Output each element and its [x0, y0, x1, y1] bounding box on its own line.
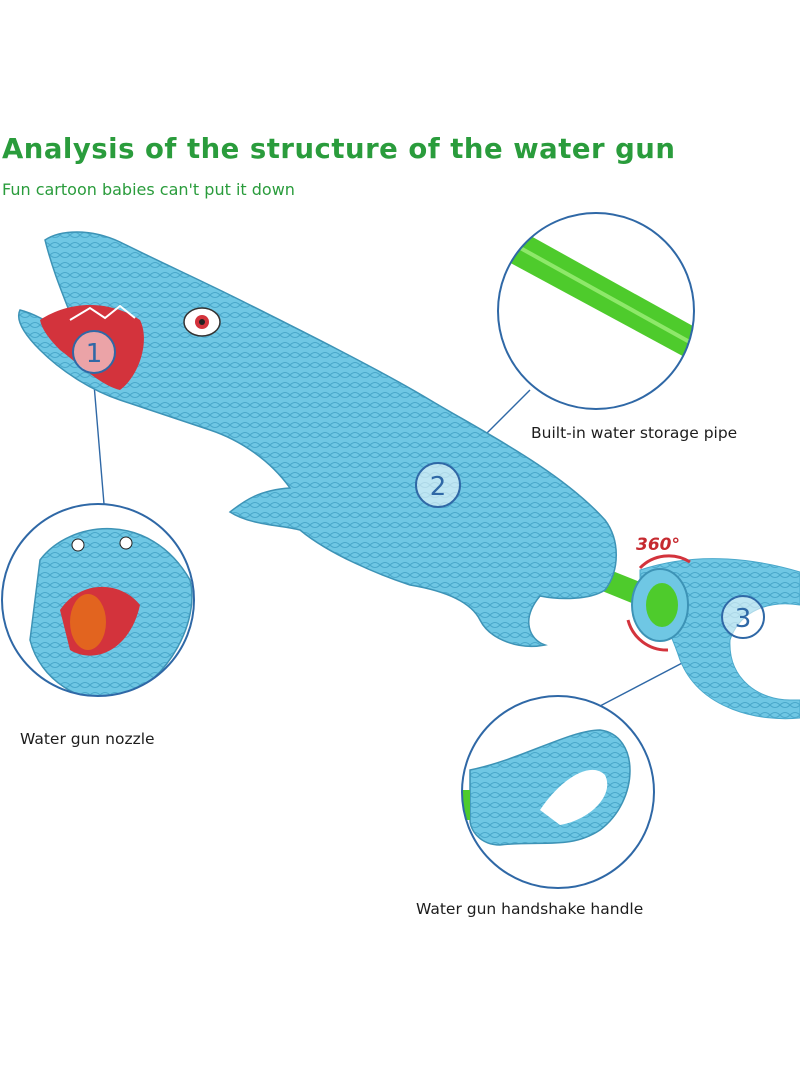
- marker-3-number: 3: [735, 604, 752, 634]
- marker-2: 2: [415, 462, 461, 508]
- marker-1: 1: [72, 330, 116, 374]
- inset-nozzle: [1, 503, 195, 697]
- rotation-label: 360°: [636, 535, 680, 555]
- callout-label-handle: Water gun handshake handle: [416, 900, 644, 918]
- marker-2-number: 2: [430, 472, 447, 502]
- page-subtitle: Fun cartoon babies can't put it down: [2, 180, 295, 199]
- inset-handle: [461, 695, 655, 889]
- page-title: Analysis of the structure of the water g…: [2, 133, 676, 165]
- callout-label-nozzle: Water gun nozzle: [20, 730, 155, 748]
- marker-1-number: 1: [86, 339, 103, 369]
- callout-label-pipe: Built-in water storage pipe: [531, 424, 738, 442]
- crocodile-body: [18, 231, 617, 647]
- inset-storage-pipe: [497, 212, 695, 410]
- rotation-arrows-icon: [626, 554, 691, 652]
- handle-main: [631, 558, 800, 720]
- marker-3: 3: [721, 595, 765, 639]
